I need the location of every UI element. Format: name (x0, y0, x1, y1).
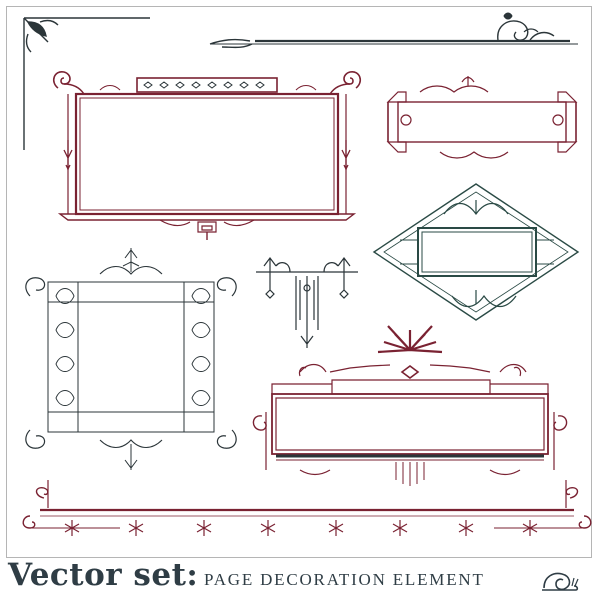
floral-frame (25, 248, 237, 470)
corner-ornament-top-left (23, 17, 150, 150)
snail-logo-icon (542, 572, 579, 591)
maroon-sunburst-frame (252, 325, 568, 486)
footer-title: Vector set: (8, 557, 199, 593)
top-divider-ornament (209, 12, 578, 49)
maroon-rect-frame (52, 71, 362, 240)
maroon-banner-frame (386, 76, 578, 159)
center-corner-ornament (256, 257, 358, 348)
footer-subtitle: PAGE DECORATION ELEMENT (204, 570, 485, 589)
teal-diamond-frame (372, 183, 580, 321)
maroon-bottom-divider (22, 480, 592, 536)
sheet-border (6, 6, 592, 558)
